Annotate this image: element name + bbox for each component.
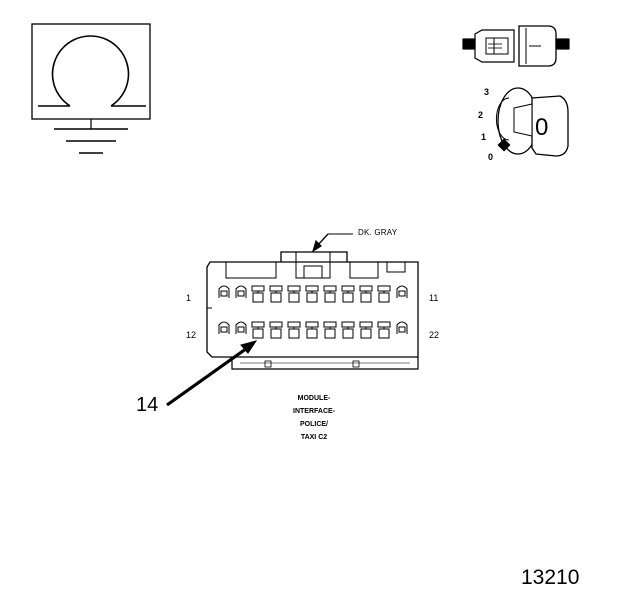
pin-cavity xyxy=(359,285,373,303)
connector-name-line: POLICE/ xyxy=(299,421,328,428)
wire-color-leader xyxy=(311,233,353,253)
pin-cavity xyxy=(269,285,283,303)
key-position-0: 0 xyxy=(488,152,494,162)
key-position-3: 3 xyxy=(484,87,490,97)
key-label: 0 xyxy=(535,114,549,141)
ignition-switch-icon xyxy=(462,25,570,67)
pin-cavity xyxy=(377,321,391,339)
pin-cavity xyxy=(287,321,301,339)
pin-cavity xyxy=(251,285,265,303)
pin-cavity xyxy=(341,285,355,303)
pin-cavity xyxy=(359,321,373,339)
pin-label-bottom-right: 22 xyxy=(429,330,440,340)
connector-name-line: INTERFACE- xyxy=(293,408,335,415)
pin-label-bottom-left: 12 xyxy=(186,330,197,340)
pin-cavity xyxy=(269,321,283,339)
pin-cavity xyxy=(323,321,337,339)
callout-14-leader xyxy=(166,340,258,407)
pin-cavity xyxy=(287,285,301,303)
wire-color-label: DK. GRAY xyxy=(358,228,398,237)
callout-number: 14 xyxy=(136,394,159,416)
key-position-1: 1 xyxy=(481,132,487,142)
connector-cavities xyxy=(218,285,408,339)
connector-name-line: TAXI C2 xyxy=(300,434,328,441)
pin-cavity xyxy=(218,285,230,298)
pin-cavity xyxy=(235,321,247,334)
pin-cavity xyxy=(323,285,337,303)
pin-cavity xyxy=(305,321,319,339)
pin-cavity xyxy=(235,285,247,298)
pin-label-top-right: 11 xyxy=(429,293,439,303)
pin-cavity xyxy=(396,285,408,298)
pin-cavity xyxy=(377,285,391,303)
pin-label-top-left: 1 xyxy=(186,293,192,303)
omega-ground-icon xyxy=(31,23,151,154)
connector-name-line: MODULE- xyxy=(297,395,331,402)
connector-body xyxy=(206,251,419,370)
pin-cavity xyxy=(251,321,265,339)
figure-number: 13210 xyxy=(521,566,580,589)
pin-cavity xyxy=(305,285,319,303)
pin-cavity xyxy=(218,321,230,334)
key-position-2: 2 xyxy=(478,110,484,120)
ignition-key-icon xyxy=(495,87,569,157)
pin-cavity xyxy=(341,321,355,339)
connector-name: MODULE- INTERFACE- POLICE/ TAXI C2 xyxy=(269,392,359,444)
pin-cavity xyxy=(396,321,408,334)
